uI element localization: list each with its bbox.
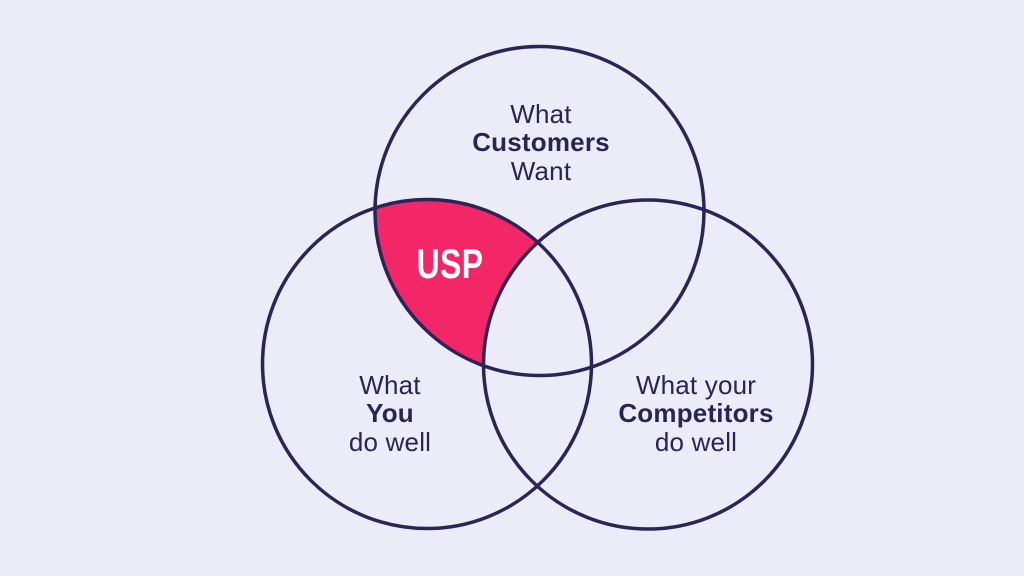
circle-you (260, 197, 594, 531)
label-line: What (359, 370, 421, 400)
label-line-bold: Competitors (618, 398, 774, 429)
label-what-competitors-do-well: What your Competitors do well (618, 370, 774, 457)
label-line-bold: Customers (472, 127, 610, 158)
circle-outlines (260, 44, 815, 531)
label-line: Want (510, 155, 572, 186)
label-what-you-do-well: What You do well (348, 370, 432, 457)
usp-label: USP (416, 240, 484, 287)
label-line: What (510, 99, 572, 129)
label-what-customers-want: What Customers Want (472, 99, 610, 186)
label-line: do well (348, 426, 432, 457)
label-line: do well (654, 426, 738, 457)
circle-competitors (481, 198, 815, 531)
label-line-bold: You (366, 398, 414, 429)
label-line: What your (635, 370, 757, 400)
